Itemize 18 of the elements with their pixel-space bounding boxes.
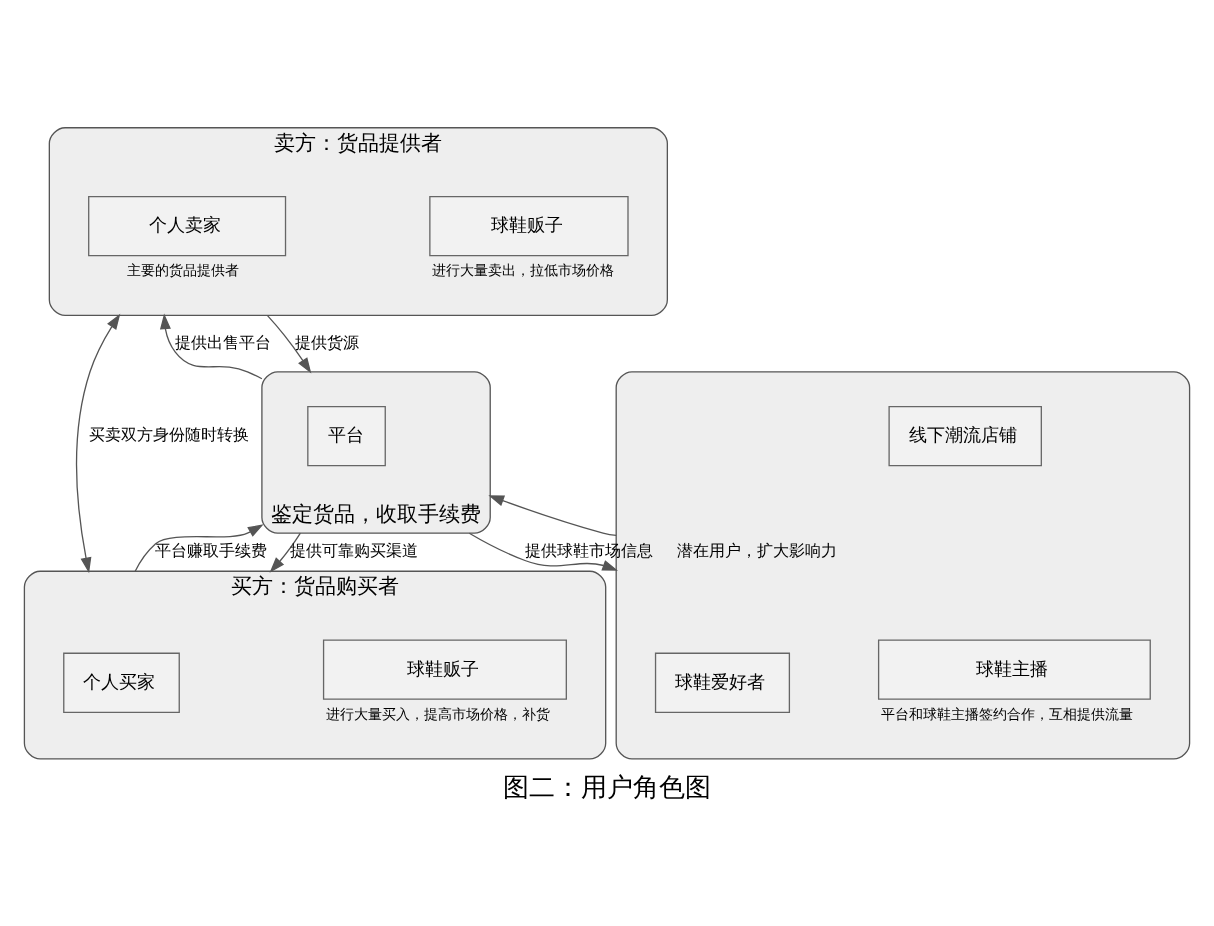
arrow <box>266 314 312 374</box>
arrow <box>134 524 264 572</box>
edge-label: 提供可靠购买渠道 <box>290 541 419 561</box>
node-label: 主要的货品提供者 <box>127 262 240 279</box>
node-label: 平台和球鞋主播签约合作，互相提供流量 <box>881 705 1134 722</box>
arrow <box>75 313 121 574</box>
node-label: 进行大量卖出，拉低市场价格 <box>432 262 615 279</box>
edge-label: 提供货源 <box>294 332 359 352</box>
edge-label: 平台赚取手续费 <box>155 541 268 561</box>
edge-label: 提供出售平台 <box>175 332 272 352</box>
edge-label: 买卖双方身份随时转换 <box>89 424 250 444</box>
arrow <box>269 532 302 573</box>
arrow <box>159 313 263 380</box>
edge-label: 潜在用户，扩大影响力 <box>677 541 838 561</box>
node-label: 进行大量买入，提高市场价格，补货 <box>326 705 551 722</box>
arrow <box>468 532 619 571</box>
caption: 图二：用户角色图 <box>503 771 711 802</box>
arrow <box>488 495 617 537</box>
